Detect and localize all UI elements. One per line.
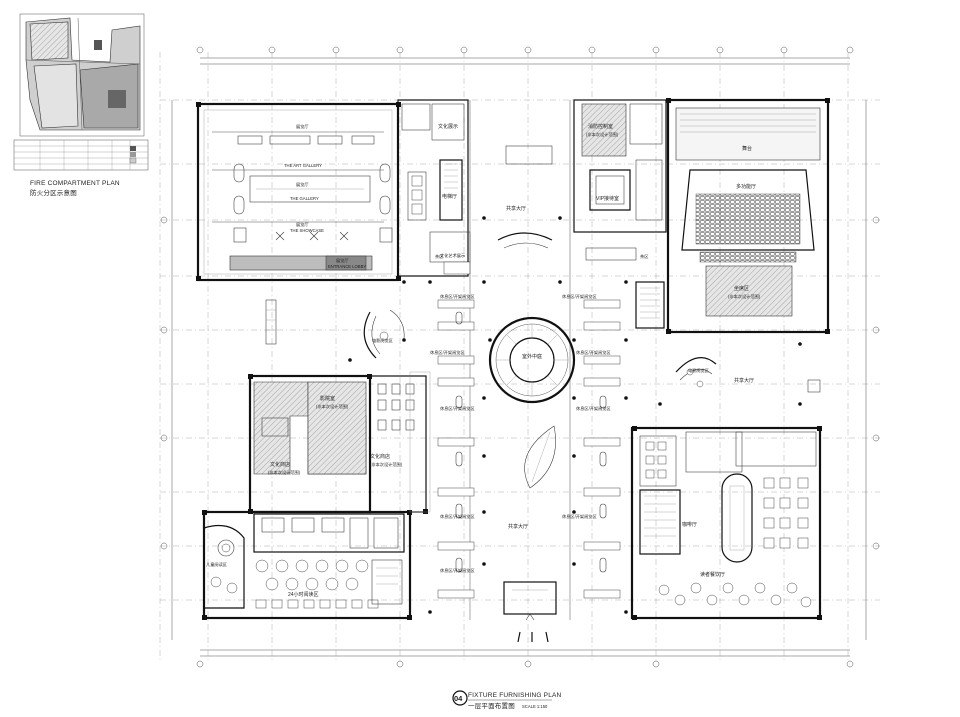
office-label: 影院室 xyxy=(320,395,335,402)
drawing-title-en: FIXTURE FURNISHING PLAN xyxy=(468,692,562,699)
title-block: 04 FIXTURE FURNISHING PLAN 一层平面布置图 SCALE… xyxy=(452,690,562,710)
lounge-c-label: 休息区/开架阅览区 xyxy=(440,405,475,412)
left-middle-block: 影院室 (非本次设计范围) 文化商店 (非本次设计范围) 文化商店 (非本次设计… xyxy=(248,374,428,514)
gallery-bot-label: 展览厅 xyxy=(296,221,309,228)
control-room-label: 消防控制室 xyxy=(588,123,613,130)
culture-exhibit-sub: (非本次设计范围) xyxy=(370,461,403,468)
shared-hall-top-label: 共享大厅 xyxy=(506,205,526,212)
lounge-f-label: 休息区/开架阅览区 xyxy=(562,293,597,300)
shelf-rows-right: 休息区/开架阅览区 休息区/开架阅览区 休息区/开架阅览区 休息区/开架阅览区 xyxy=(562,293,621,599)
lounge-i-label: 休息区/开架阅览区 xyxy=(562,513,597,520)
seating-front-sub: (非本次设计范围) xyxy=(728,293,761,300)
vip-label: VIP接待室 xyxy=(596,195,619,202)
stage-label: 舞台 xyxy=(742,145,752,152)
children-label: 儿童阅读区 xyxy=(206,561,227,568)
atrium-label: 室外中庭 xyxy=(522,353,542,360)
right-hall: 电影阅览区 共享大厅 xyxy=(675,357,821,393)
multi-hall-label: 多功能厅 xyxy=(736,183,756,190)
drawing-title-cn: 一层平面布置图 xyxy=(468,701,515,710)
lounge-d-label: 休息区/开架阅览区 xyxy=(440,513,475,520)
office-sub: (非本次设计范围) xyxy=(316,403,349,410)
lounge-g-label: 休息区/开架阅览区 xyxy=(576,349,611,356)
lounge-b-label: 休息区/开架阅览区 xyxy=(430,349,465,356)
lounge-h-label: 休息区/开架阅览区 xyxy=(576,405,611,412)
culture-shop-label: 文化商店 xyxy=(270,461,290,468)
reading-right-label: 电影阅览区 xyxy=(688,367,709,374)
central-hall: 共享大厅 室外中庭 共享大厅 xyxy=(469,100,576,643)
key-plan-title-en: FIRE COMPARTMENT PLAN xyxy=(30,180,120,187)
cafe-block: 24小时阅读区 儿童阅读区 xyxy=(202,510,412,620)
shared-hall-right-label: 共享大厅 xyxy=(734,377,754,384)
culture-shop-sub: (非本次设计范围) xyxy=(268,469,301,476)
gallery-block: 展览厅 THE ART GALLERY 展览厅 THE GALLERY 展览厅 … xyxy=(196,102,401,282)
coffee-label: 咖啡厅 xyxy=(682,521,697,528)
lift-hall-label: 电梯厅 xyxy=(442,193,457,200)
reading-room-label: 读者餐饮厅 xyxy=(700,571,725,578)
gallery-band-label-en: ENTRANCE LOBBY xyxy=(328,264,366,269)
exhibition-top-label: 文化展示 xyxy=(438,123,458,130)
gallery-band-label: 展览厅 xyxy=(336,257,349,264)
service-core-top: 文化展示 电梯厅 茶区 文化艺术展示 xyxy=(397,99,471,277)
gallery-top-label: 展览厅 xyxy=(296,123,309,130)
reading-left-label: 电影阅览区 xyxy=(372,337,393,344)
gallery-top-label-en: THE ART GALLERY xyxy=(284,163,322,168)
drawing-number: 04 xyxy=(454,694,463,703)
reading-pod-left: 电影阅览区 xyxy=(363,309,405,359)
lounge-e-label: 休息区/开架阅览区 xyxy=(440,567,475,574)
drawing-scale: SCALE 1:150 xyxy=(522,704,548,709)
shared-hall-bottom-label: 共享大厅 xyxy=(508,523,528,530)
left-corridor xyxy=(265,299,431,513)
tea-right-label: 茶区 xyxy=(640,253,648,259)
culture-showcase-label: 文化艺术展示 xyxy=(440,252,465,259)
control-vip-block: 消防控制室 (非本次设计范围) VIP接待室 茶区 xyxy=(573,99,667,261)
gallery-bot-label-en: THE SHOWCASE xyxy=(290,228,324,233)
coffee-block: 咖啡厅 读者餐饮厅 xyxy=(630,426,822,620)
cafe-24h-label: 24小时阅读区 xyxy=(288,591,319,598)
tea-label: 茶区 xyxy=(435,253,443,259)
gallery-mid-label: 展览厅 xyxy=(296,181,309,188)
gallery-mid-label-en: THE GALLERY xyxy=(290,196,319,201)
culture-exhibit-label: 文化商店 xyxy=(370,453,390,460)
key-plan: FIRE COMPARTMENT PLAN 防火分区示意图 xyxy=(13,13,149,197)
shelf-rows-left: 休息区/开架阅览区 休息区/开架阅览区 休息区/开架阅览区 休息区/开架阅览区 … xyxy=(430,293,475,599)
seating-front-label: 坐席区 xyxy=(734,285,749,292)
columns-hall xyxy=(348,216,802,614)
key-plan-title-cn: 防火分区示意图 xyxy=(30,188,77,197)
compartment-table xyxy=(13,139,149,171)
control-room-sub: (非本次设计范围) xyxy=(586,131,619,138)
lounge-a-label: 休息区/开架阅览区 xyxy=(440,293,475,300)
auditorium-block: 舞台 多功能厅 坐席区 (非本次设计范围) xyxy=(635,98,830,334)
